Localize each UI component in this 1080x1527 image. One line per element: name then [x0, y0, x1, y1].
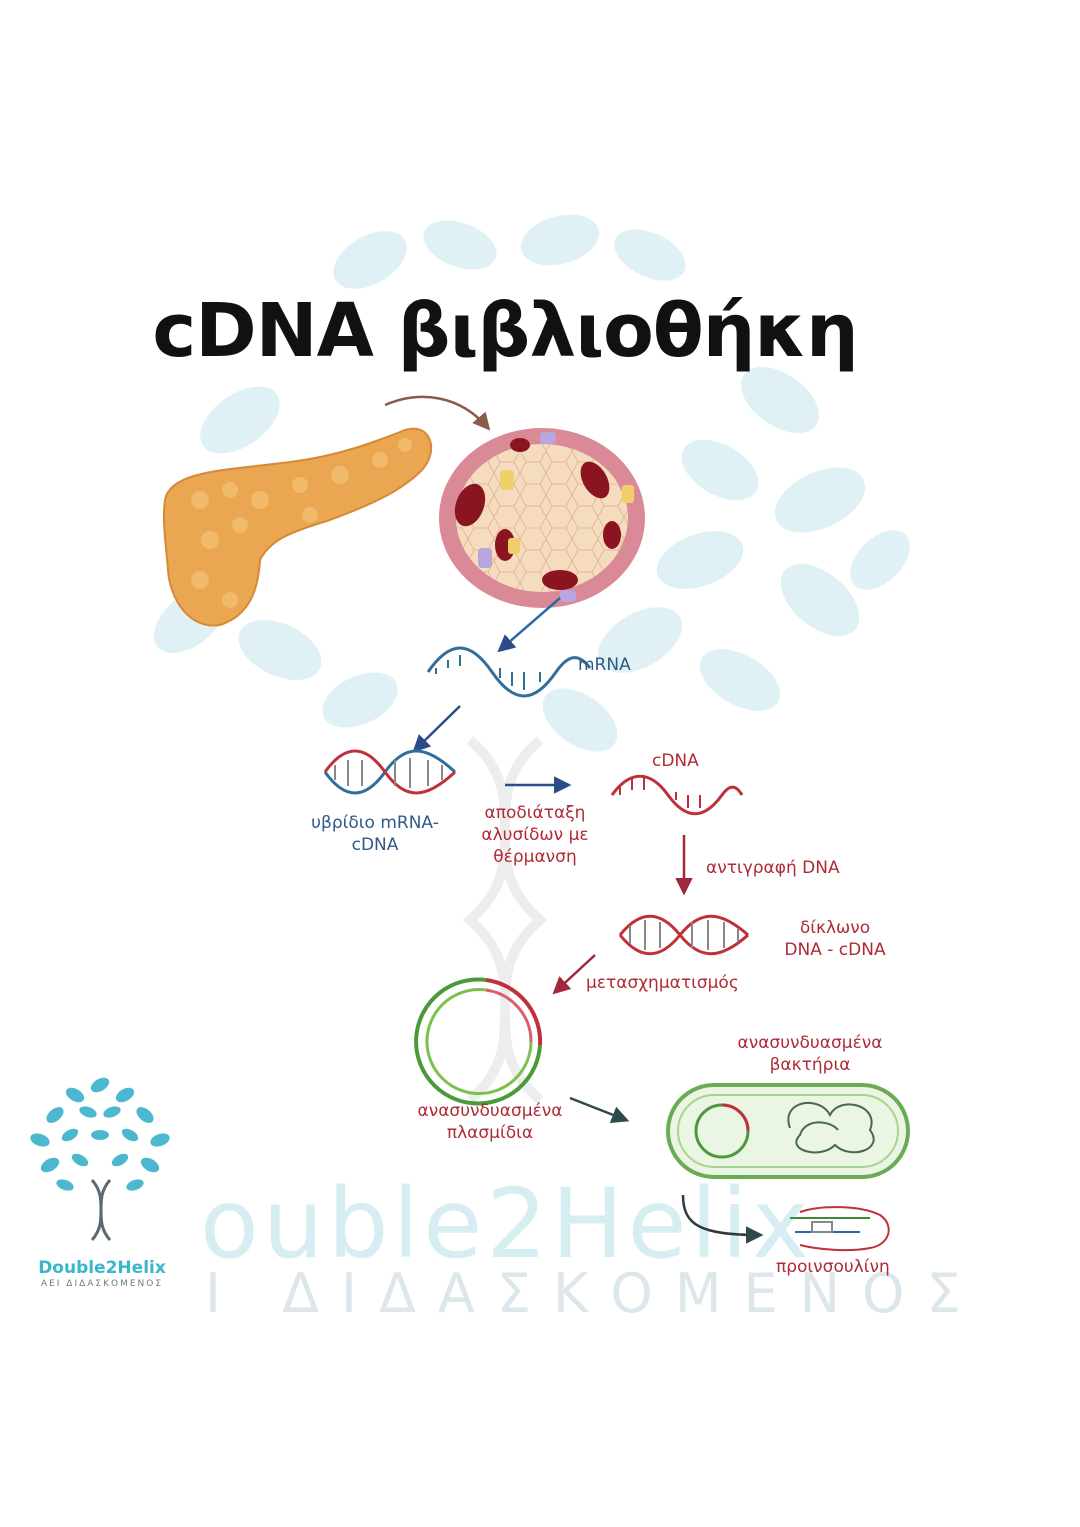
label-denature-line1: αποδιάταξη: [484, 803, 586, 823]
logo-name: Double2Helix: [38, 1258, 166, 1278]
cdna-strand-icon: [610, 774, 744, 816]
label-plasmids-line2: πλασμίδια: [446, 1123, 534, 1143]
label-double-strand: δίκλωνο DNA - cDNA: [775, 917, 895, 961]
label-cdna: cDNA: [652, 751, 699, 771]
label-denature: αποδιάταξη αλυσίδων με θέρμανση: [465, 802, 605, 868]
label-proinsulin: προινσουλίνη: [776, 1257, 890, 1277]
proinsulin-icon: [790, 1206, 890, 1252]
label-hybrid: υβρίδιο mRNA- cDNA: [300, 812, 450, 856]
label-plasmids-line1: ανασυνδυασμένα: [417, 1101, 563, 1121]
label-double-strand-line2: DNA - cDNA: [784, 940, 886, 960]
label-double-strand-line1: δίκλωνο: [799, 918, 871, 938]
double2helix-logo-icon: [30, 1077, 170, 1242]
watermark-word: ouble2Helix: [200, 1168, 813, 1280]
label-transformation: μετασχηματισμός: [586, 973, 739, 993]
label-bacteria-line2: βακτήρια: [769, 1055, 851, 1075]
double-strand-dna-icon: [618, 914, 749, 956]
label-dna-copy: αντιγραφή DNA: [706, 858, 840, 878]
mrna-strand-icon: [426, 646, 592, 698]
label-denature-line2: αλυσίδων με: [481, 825, 589, 845]
label-plasmids: ανασυνδυασμένα πλασμίδια: [405, 1100, 575, 1144]
pancreas-icon: [162, 427, 432, 627]
label-bacteria-line1: ανασυνδυασμένα: [737, 1033, 883, 1053]
label-hybrid-line1: υβρίδιο mRNA-: [311, 813, 439, 833]
page-title: cDNA βιβλιοθήκη: [152, 288, 858, 374]
label-bacteria: ανασυνδυασμένα βακτήρια: [730, 1032, 890, 1076]
label-denature-line3: θέρμανση: [493, 847, 577, 867]
label-mrna: mRNA: [578, 655, 631, 675]
hybrid-helix-icon: [323, 749, 457, 795]
recombinant-plasmid-icon: [414, 977, 543, 1106]
logo-tagline: ΑΕΙ ΔΙΔΑΣΚΟΜΕΝΟΣ: [40, 1279, 164, 1289]
label-hybrid-line2: cDNA: [351, 835, 399, 855]
watermark-subtitle: Ι ΔΙΔΑΣΚΟΜΕΝΟΣ: [205, 1262, 983, 1325]
pancreatic-islet-icon: [439, 428, 645, 608]
recombinant-bacterium-icon: [666, 1083, 910, 1179]
